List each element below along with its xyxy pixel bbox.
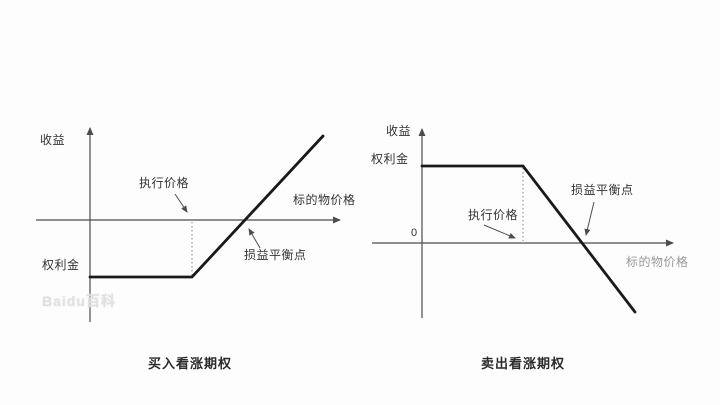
short-call-strike-arrow [483, 224, 516, 239]
long-call-strike-arrow [174, 193, 188, 213]
short-call-plot [372, 128, 674, 318]
short-call-strike-label: 执行价格 [468, 208, 519, 222]
short-call-breakeven-arrow [584, 201, 595, 236]
short-call-payoff-line [420, 164, 637, 314]
short-call-breakeven-label: 损益平衡点 [571, 183, 634, 197]
short-call-premium-label: 权利金 [371, 152, 409, 166]
long-call-breakeven-label: 损益平衡点 [244, 248, 307, 262]
long-call-xaxis-label: 标的物价格 [293, 193, 356, 207]
long-call-title: 买入看涨期权 [147, 356, 232, 371]
baidu-watermark: Baidu百科 [42, 293, 116, 309]
long-call-plot [36, 127, 341, 322]
short-call-origin-label: 0 [411, 227, 418, 239]
short-call-title: 卖出看涨期权 [480, 356, 565, 371]
short-call-xaxis-label: 标的物价格 [626, 255, 689, 269]
short-call-yaxis-label: 收益 [386, 124, 412, 138]
long-call-premium-label: 权利金 [42, 258, 80, 272]
long-call-yaxis-label: 收益 [40, 133, 66, 147]
long-call-strike-label: 执行价格 [139, 176, 190, 190]
long-call-breakeven-arrow [248, 228, 261, 249]
long-call-payoff-line [88, 134, 325, 279]
